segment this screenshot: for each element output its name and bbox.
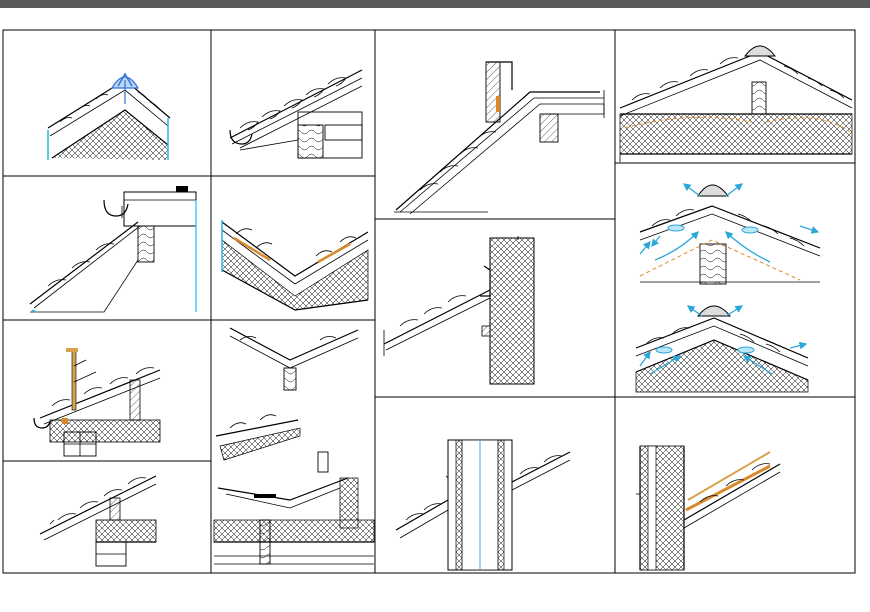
panel-roof-wall-abutment	[394, 61, 605, 215]
panel-eaves-beam	[39, 475, 157, 567]
panel-eaves-snow-guard	[33, 348, 161, 457]
header-bar	[0, 0, 870, 8]
panel-wall-abutment-flashing	[636, 445, 781, 571]
panel-valley	[221, 220, 369, 311]
panel-chimney-flashing	[395, 439, 571, 571]
panel-ridge-king-post	[619, 45, 853, 162]
panel-ridge-detail	[47, 72, 171, 160]
panel-valley-ceiling	[213, 327, 375, 565]
panel-eaves-fascia	[29, 186, 197, 313]
panel-eaves-gutter	[229, 69, 363, 159]
panel-parapet-flashing	[383, 236, 535, 385]
panel-grid	[2, 29, 856, 574]
panel-ridge-airflow	[639, 183, 821, 285]
panel-ridge-airflow-insulated	[635, 305, 809, 393]
